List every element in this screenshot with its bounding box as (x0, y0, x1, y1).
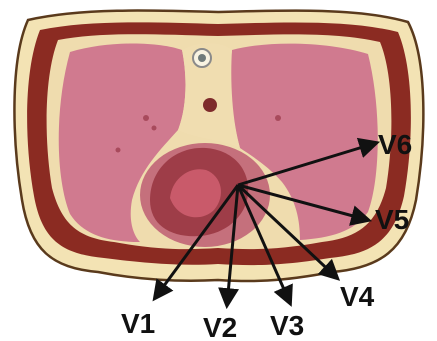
lung-vessel (143, 115, 149, 121)
lead-label-v3: V3 (270, 310, 304, 341)
lung-vessel (275, 115, 281, 121)
aorta (203, 98, 217, 112)
lung-vessel (152, 126, 157, 131)
lead-label-v5: V5 (375, 204, 409, 235)
lead-label-v6: V6 (378, 129, 412, 160)
lung-vessel (116, 148, 121, 153)
lead-label-v1: V1 (121, 308, 155, 339)
spinal-canal (198, 54, 206, 62)
lead-label-v4: V4 (340, 281, 375, 312)
lead-label-v2: V2 (203, 312, 237, 341)
